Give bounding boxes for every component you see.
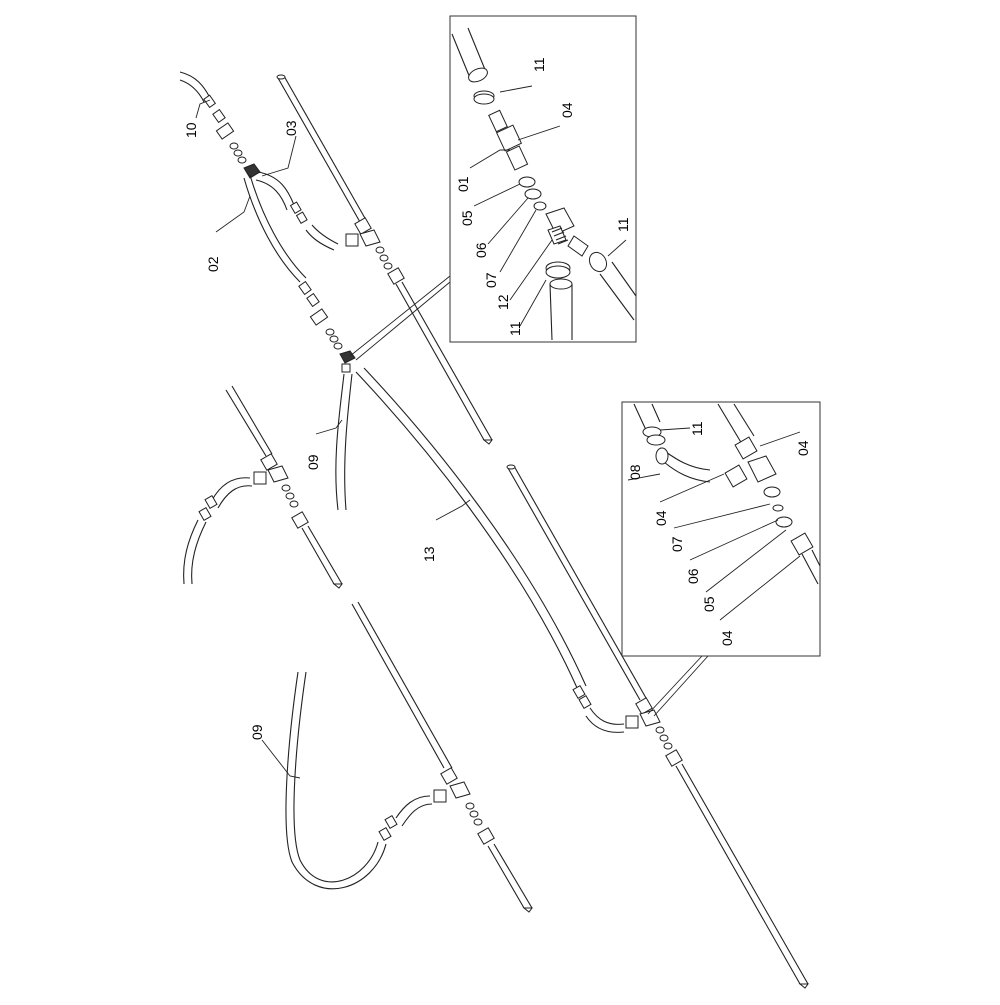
washer xyxy=(233,149,243,157)
inset1-label-11-top: 11 xyxy=(531,57,547,72)
inset1-label-04: 04 xyxy=(559,102,575,118)
hose-13 xyxy=(355,367,625,733)
hose-03 xyxy=(257,171,295,206)
hose-09-upper xyxy=(335,373,353,511)
inset2-label-04-bottom: 04 xyxy=(719,630,735,646)
inset2-label-07: 07 xyxy=(669,536,685,552)
callout-inset-bottom xyxy=(647,655,709,717)
inset1-label-01: 01 xyxy=(455,176,471,192)
tee-left xyxy=(267,465,289,483)
clamp xyxy=(203,94,217,109)
label-09-lower: 09 xyxy=(249,724,265,740)
callout-inset-top xyxy=(349,275,451,361)
inset2-label-04-mid: 04 xyxy=(653,510,669,526)
inset1-label-07: 07 xyxy=(483,272,499,288)
fitting xyxy=(212,108,226,124)
inset2-label-06: 06 xyxy=(685,568,701,584)
washer xyxy=(237,156,247,164)
inset-detail-top: 11 04 01 05 06 07 12 11 11 xyxy=(449,15,637,343)
inset-detail-bottom: 11 04 08 04 07 06 05 04 xyxy=(621,401,821,657)
inset2-label-05: 05 xyxy=(701,596,717,612)
inset1-label-12: 12 xyxy=(495,294,511,310)
right-long-pipe xyxy=(506,464,809,989)
upper-left-assembly xyxy=(179,71,356,373)
top-pipe xyxy=(276,74,493,445)
tee-lower xyxy=(449,781,471,799)
y-splitter xyxy=(243,163,261,179)
tee-right xyxy=(639,709,661,727)
coupling xyxy=(215,122,235,140)
inset1-label-06: 06 xyxy=(473,242,489,258)
inset1-label-05: 05 xyxy=(459,210,475,226)
label-03: 03 xyxy=(283,120,299,136)
inset2-label-08: 08 xyxy=(627,464,643,480)
left-middle-pipe xyxy=(183,385,343,589)
label-10: 10 xyxy=(183,122,199,138)
main-labels: 10 03 02 09 13 09 xyxy=(183,99,471,779)
tee-top xyxy=(359,229,381,247)
lower-pipe xyxy=(285,601,533,913)
hose-09-lower xyxy=(293,671,379,883)
central-tee xyxy=(339,350,356,364)
washer xyxy=(229,142,239,150)
inset1-label-11-bottom: 11 xyxy=(507,321,523,336)
label-09-upper: 09 xyxy=(305,454,321,470)
label-02: 02 xyxy=(205,256,221,272)
inset2-label-11: 11 xyxy=(689,421,705,436)
hose-02 xyxy=(243,177,301,283)
inset1-label-11-right: 11 xyxy=(615,217,631,232)
inset2-label-04-top: 04 xyxy=(795,440,811,456)
label-13: 13 xyxy=(421,546,437,562)
hose-10 xyxy=(179,71,211,99)
